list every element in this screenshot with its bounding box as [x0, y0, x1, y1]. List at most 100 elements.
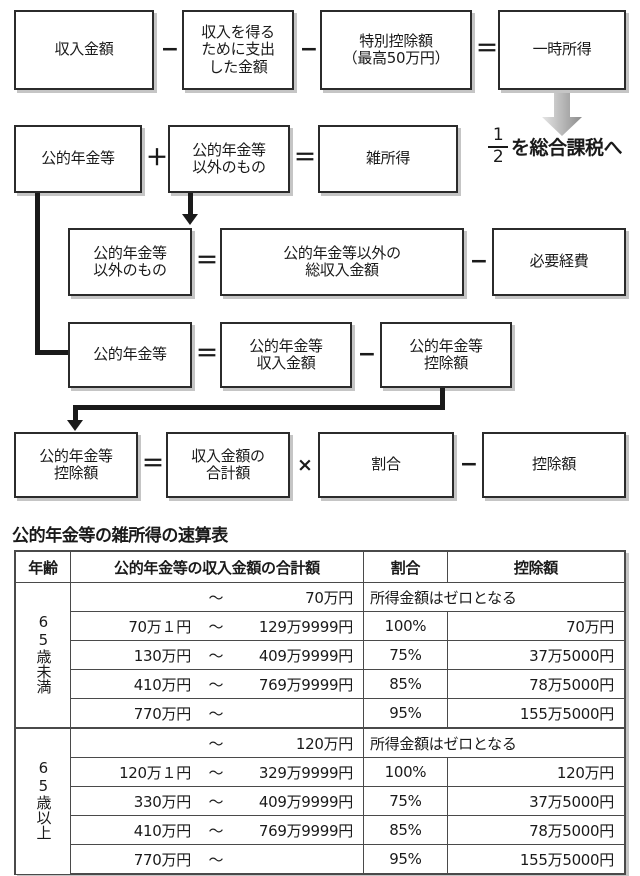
operator-equals-3: ＝	[195, 249, 218, 274]
flow-box-line: した金額	[208, 57, 268, 76]
header-age: 年齢	[13, 550, 71, 583]
connector-other-arrowhead	[182, 214, 198, 225]
flow-box-other-than-pension-r3: 公的年金等 以外のもの	[68, 228, 192, 296]
fraction-numerator: 1	[492, 125, 504, 145]
range-low: 770万円	[133, 704, 191, 723]
connector-deduction-horizontal	[73, 405, 445, 410]
connector-deduction-vertical-b	[73, 405, 78, 423]
flow-box-line: 割合	[371, 455, 401, 474]
flow-box-public-pension-r2: 公的年金等	[14, 125, 142, 193]
flow-box-expense-for-income: 収入を得る ために支出 した金額	[182, 10, 294, 90]
rate-cell: 100%	[362, 757, 448, 787]
table-row: 410万円 〜 769万9999円 85% 78万5000円	[15, 669, 626, 699]
connector-other-vertical	[188, 193, 193, 217]
gray-down-arrow-icon	[541, 93, 583, 137]
range-high: 769万9999円	[258, 675, 353, 694]
rate-cell: 75%	[362, 640, 448, 670]
flow-box-deduction: 控除額	[482, 432, 626, 498]
flow-box-line: 以外のもの	[93, 261, 167, 279]
age-label: 65歳以上	[34, 758, 53, 840]
range-tilde: 〜	[208, 763, 224, 782]
table-row: 130万円 〜 409万9999円 75% 37万5000円	[15, 640, 626, 670]
range-tilde: 〜	[208, 821, 224, 840]
range-tilde: 〜	[208, 617, 224, 636]
amount-range-cell: 770万円 〜	[69, 698, 364, 729]
amount-range-cell: 410万円 〜 769万9999円	[69, 669, 364, 699]
flow-box-line: 収入金額	[54, 40, 114, 59]
table-header: 年齢 公的年金等の収入金額の合計額 割合 控除額	[13, 550, 626, 583]
zero-income-note: 所得金額はゼロとなる	[362, 727, 626, 758]
range-low: 330万円	[133, 792, 191, 811]
operator-minus-2: −	[299, 37, 319, 62]
range-low: 130万円	[133, 646, 191, 665]
range-tilde: 〜	[208, 704, 224, 723]
connector-pension-vertical	[35, 193, 40, 355]
flow-box-line: （最高50万円）	[342, 49, 450, 67]
flow-box-line: 公的年金等以外の	[283, 243, 401, 262]
range-tilde: 〜	[208, 792, 224, 811]
range-low: 120万１円	[119, 763, 191, 782]
amount-range-cell: 120万１円 〜 329万9999円	[69, 757, 364, 787]
table-row: 70万１円 〜 129万9999円 100% 70万円	[15, 611, 626, 641]
table-row: 330万円 〜 409万9999円 75% 37万5000円	[15, 786, 626, 816]
operator-equals-1: ＝	[475, 37, 498, 62]
range-low: 410万円	[133, 675, 191, 694]
range-tilde: 〜	[208, 588, 224, 607]
connector-pension-horizontal	[35, 350, 71, 355]
operator-minus-3: −	[469, 249, 489, 274]
fraction-denominator: 2	[492, 146, 504, 167]
range-high: 120万円	[295, 734, 353, 753]
range-high: 409万9999円	[258, 792, 353, 811]
rate-cell: 100%	[362, 611, 448, 641]
flow-box-total-income-amount: 収入金額の 合計額	[166, 432, 290, 498]
flow-box-pension-deduction-r4: 公的年金等 控除額	[380, 322, 512, 388]
flow-box-line: 雑所得	[365, 149, 411, 168]
flow-box-line: ために支出	[201, 40, 275, 59]
flow-box-line: 控除額	[53, 464, 99, 482]
range-low: 70万１円	[128, 617, 191, 636]
amount-range-cell: 410万円 〜 769万9999円	[69, 815, 364, 845]
range-high: 70万円	[305, 588, 353, 607]
flow-box-other-than-pension-r2: 公的年金等 以外のもの	[168, 125, 290, 193]
deduction-cell: 155万5000円	[446, 844, 626, 875]
rate-cell: 75%	[362, 786, 448, 816]
amount-range-cell: 〜 70万円	[69, 582, 364, 612]
flow-box-line: 特別控除額	[359, 31, 433, 50]
flow-box-line: 合計額	[205, 464, 251, 482]
rate-cell: 95%	[362, 844, 448, 875]
range-tilde: 〜	[208, 646, 224, 665]
flow-box-line: 公的年金等	[192, 140, 266, 159]
range-high: 129万9999円	[258, 617, 353, 636]
flow-box-miscellaneous-income: 雑所得	[318, 125, 458, 193]
range-low: 770万円	[133, 850, 191, 869]
flow-box-line: 収入を得る	[201, 23, 275, 42]
half-comprehensive-tax-note: 1 2 を総合課税へ	[488, 125, 623, 167]
fraction-bar	[488, 145, 508, 148]
table-header-row: 年齢 公的年金等の収入金額の合計額 割合 控除額	[13, 550, 626, 583]
header-rate: 割合	[362, 550, 448, 583]
flow-box-line: 控除額	[531, 455, 577, 474]
flow-box-line: 公的年金等	[249, 336, 323, 355]
age-label: 65歳未満	[34, 612, 53, 694]
table-title: 公的年金等の雑所得の速算表	[12, 526, 228, 546]
flow-box-line: 公的年金等	[93, 345, 167, 364]
deduction-cell: 120万円	[446, 757, 626, 787]
flow-box-public-pension-r4: 公的年金等	[68, 322, 192, 388]
operator-minus-1: −	[160, 37, 180, 62]
operator-minus-4: −	[357, 342, 377, 367]
range-tilde: 〜	[208, 675, 224, 694]
connector-deduction-arrowhead	[67, 420, 83, 431]
deduction-cell: 155万5000円	[446, 698, 626, 729]
flow-box-occasional-income: 一時所得	[498, 10, 626, 90]
table-row: 120万１円 〜 329万9999円 100% 120万円	[15, 757, 626, 787]
operator-multiply: ×	[297, 453, 313, 476]
table-row: 65歳以上 〜 120万円 所得金額はゼロとなる	[13, 727, 626, 875]
amount-range-cell: 770万円 〜	[69, 844, 364, 875]
flow-box-line: 収入金額の	[191, 446, 265, 465]
deduction-cell: 37万5000円	[446, 786, 626, 816]
age-cell-under65: 65歳未満	[13, 582, 71, 729]
flow-box-line: 公的年金等	[93, 243, 167, 262]
pension-quick-calc-table: 年齢 公的年金等の収入金額の合計額 割合 控除額 65歳未満 〜 70万円 所得…	[13, 550, 626, 875]
flow-box-line: 総収入金額	[305, 261, 379, 279]
amount-range-cell: 〜 120万円	[69, 727, 364, 758]
